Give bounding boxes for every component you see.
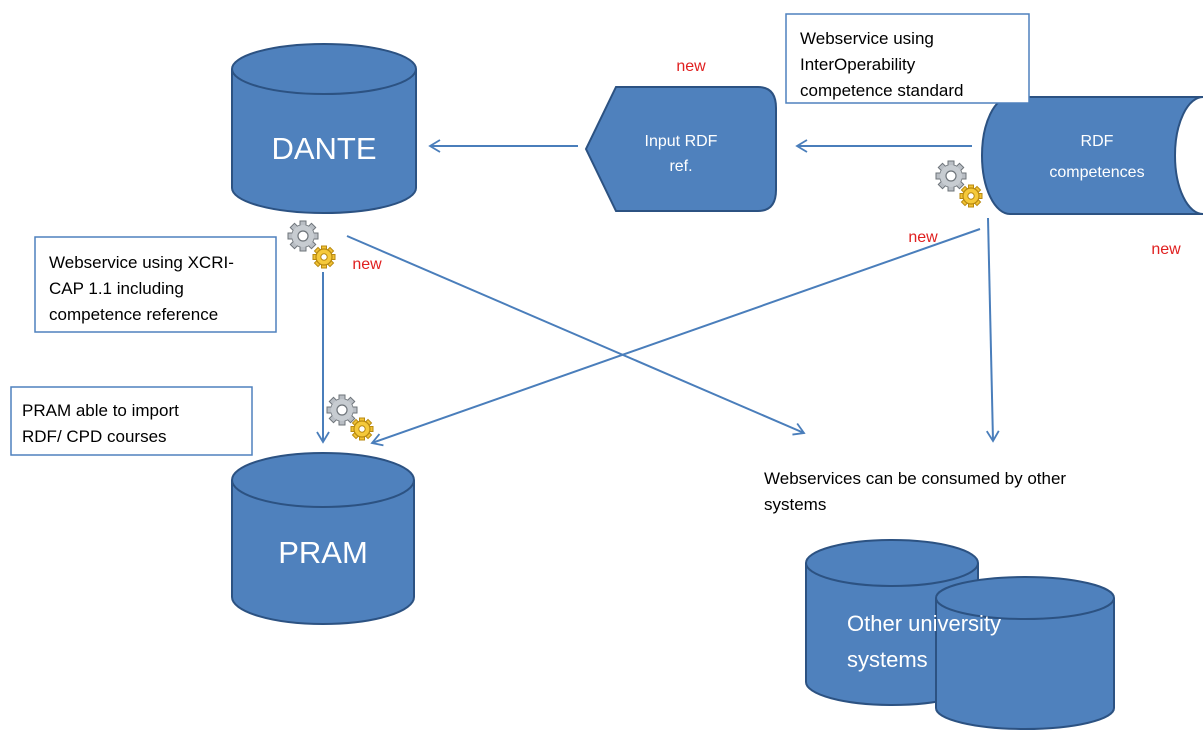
new-label-dante: new — [352, 256, 382, 273]
xcri-callout: Webservice using XCRI- CAP 1.1 including… — [34, 236, 277, 333]
dante-database[interactable]: DANTE — [231, 43, 417, 214]
other-systems-line2: systems — [847, 647, 928, 672]
arrow-icon — [370, 228, 981, 447]
input-rdf-label-line2: ref. — [669, 158, 692, 175]
new-label-input-rdf: new — [676, 58, 706, 75]
gear-icon — [287, 220, 336, 269]
arrow-icon — [986, 217, 1000, 443]
consumed-line1: Webservices can be consumed by other — [764, 469, 1066, 488]
consumed-line2: systems — [764, 495, 826, 514]
pram-import-line1: PRAM able to import — [22, 401, 179, 420]
xcri-line3: competence reference — [49, 305, 218, 324]
rdf-competences-label-line2: competences — [1049, 164, 1144, 181]
interoperability-line2: InterOperability — [800, 55, 916, 74]
gear-icon — [326, 394, 374, 441]
pram-label: PRAM — [278, 535, 368, 570]
new-label-rdf-competences: new — [908, 229, 938, 246]
connectors — [316, 139, 1000, 447]
rdf-competences-label-line1: RDF — [1081, 133, 1114, 150]
arrow-icon — [346, 235, 806, 436]
pram-import-line2: RDF/ CPD courses — [22, 427, 167, 446]
interoperability-line1: Webservice using — [800, 29, 934, 48]
pram-database[interactable]: PRAM — [231, 452, 415, 625]
rdf-competences-shape[interactable]: RDF competences — [981, 96, 1203, 215]
other-systems-database-front[interactable] — [935, 576, 1115, 730]
dante-label: DANTE — [271, 131, 376, 166]
xcri-line2: CAP 1.1 including — [49, 279, 184, 298]
interoperability-line3: competence standard — [800, 81, 964, 100]
new-label-rdf-right: new — [1151, 241, 1181, 258]
gear-icon — [935, 160, 983, 208]
other-systems-line1: Other university — [847, 611, 1001, 636]
pram-import-callout: PRAM able to import RDF/ CPD courses — [10, 386, 253, 456]
interoperability-callout: Webservice using InterOperability compet… — [785, 13, 1030, 104]
input-rdf-ref-shape[interactable]: Input RDF ref. — [584, 86, 777, 212]
xcri-line1: Webservice using XCRI- — [49, 253, 234, 272]
input-rdf-label-line1: Input RDF — [645, 133, 718, 150]
